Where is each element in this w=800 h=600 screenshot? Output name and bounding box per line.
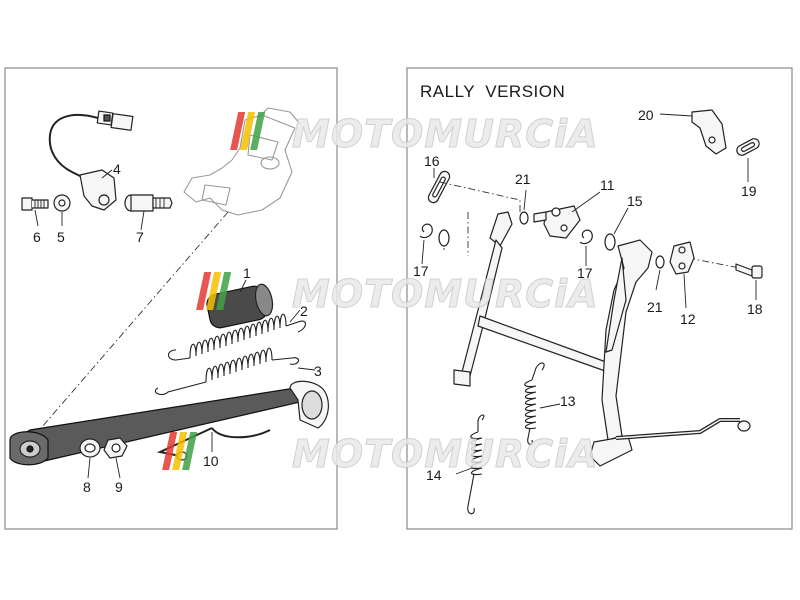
left-leader-lines bbox=[34, 169, 316, 479]
callout-9: 9 bbox=[115, 479, 123, 495]
part-17-clip-b bbox=[579, 229, 593, 245]
part-2-spring bbox=[167, 313, 307, 361]
watermark-text: MOTOMURCiA bbox=[292, 112, 599, 156]
watermark-stripe-red bbox=[162, 432, 178, 470]
watermark-bottom: MOTOMURCiA bbox=[162, 432, 599, 477]
callout-13: 13 bbox=[560, 393, 576, 409]
part-16-link bbox=[427, 170, 451, 204]
callout-3: 3 bbox=[314, 363, 322, 379]
part-20-bracket bbox=[691, 109, 727, 155]
right-panel: RALLY VERSION bbox=[406, 67, 793, 530]
part-3-spring bbox=[154, 347, 300, 396]
right-panel-frame bbox=[406, 67, 793, 530]
part-18-bolt bbox=[735, 263, 763, 279]
panel-title: RALLY VERSION bbox=[420, 82, 565, 101]
right-assembly-guide-3 bbox=[687, 257, 741, 269]
part-14-spring bbox=[467, 414, 485, 515]
left-panel: 1 2 3 4 5 6 7 8 9 10 bbox=[4, 67, 338, 530]
watermark-stripe-yellow bbox=[206, 272, 222, 310]
callout-17a: 17 bbox=[413, 263, 429, 279]
callout-19: 19 bbox=[741, 183, 757, 199]
part-17-clip-a bbox=[419, 223, 433, 239]
callout-21b: 21 bbox=[647, 299, 663, 315]
part-4-sidestand-sensor bbox=[48, 110, 134, 211]
part-21-ring-a bbox=[519, 211, 529, 225]
callout-21a: 21 bbox=[515, 171, 531, 187]
callout-11: 11 bbox=[600, 177, 615, 193]
part-6-bolt bbox=[21, 197, 49, 211]
part-5-washer bbox=[53, 194, 71, 212]
right-assembly-guide-1 bbox=[439, 181, 521, 212]
callout-12: 12 bbox=[680, 311, 696, 327]
left-panel-frame bbox=[4, 67, 338, 530]
callout-14: 14 bbox=[426, 467, 442, 483]
callout-7: 7 bbox=[136, 229, 144, 245]
part-9-nut bbox=[103, 437, 128, 459]
callout-17b: 17 bbox=[577, 265, 593, 281]
callout-5: 5 bbox=[57, 229, 65, 245]
part-21-ring-b bbox=[655, 255, 665, 269]
watermark-middle: MOTOMURCiA bbox=[196, 272, 599, 317]
watermark-stripe-green bbox=[216, 272, 232, 310]
assembly-line bbox=[34, 211, 229, 436]
washer-a bbox=[438, 229, 450, 247]
callout-6: 6 bbox=[33, 229, 41, 245]
callout-2: 2 bbox=[300, 303, 308, 319]
watermark-stripe-yellow bbox=[172, 432, 188, 470]
callout-10: 10 bbox=[203, 453, 219, 469]
watermark-stripe-yellow bbox=[240, 112, 256, 150]
watermark-top: MOTOMURCiA bbox=[230, 112, 599, 157]
watermark-stripe-red bbox=[230, 112, 246, 150]
part-13-spring bbox=[524, 362, 545, 445]
callout-18: 18 bbox=[747, 301, 763, 317]
callout-4: 4 bbox=[113, 161, 121, 177]
callout-15: 15 bbox=[627, 193, 643, 209]
part-7-pin bbox=[124, 194, 173, 212]
part-12-bracket bbox=[669, 241, 695, 275]
callout-8: 8 bbox=[83, 479, 91, 495]
watermark-stripe-green bbox=[182, 432, 198, 470]
callout-20: 20 bbox=[638, 107, 654, 123]
part-11-plate bbox=[533, 205, 581, 239]
watermark-text: MOTOMURCiA bbox=[292, 432, 599, 476]
frame-bracket-ghost bbox=[183, 107, 301, 216]
watermark-stripe-red bbox=[196, 272, 212, 310]
centre-stand bbox=[453, 211, 751, 467]
part-8-washer bbox=[79, 438, 101, 458]
right-leader-lines bbox=[421, 113, 757, 475]
part-19-link bbox=[736, 138, 760, 156]
watermark-text: MOTOMURCiA bbox=[292, 272, 599, 316]
watermark-stripe-green bbox=[250, 112, 266, 150]
callout-16: 16 bbox=[424, 153, 440, 169]
part-15-washer bbox=[604, 233, 616, 251]
callout-1: 1 bbox=[243, 265, 251, 281]
